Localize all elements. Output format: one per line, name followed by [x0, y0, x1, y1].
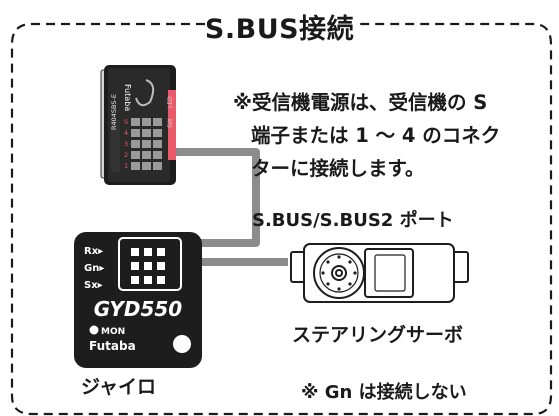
svg-text:2: 2 — [124, 151, 128, 159]
servo-label: ステアリングサーボ — [292, 324, 464, 346]
gyro-mon-label: MON — [101, 327, 125, 337]
receiver-note-line-1: ※受信機電源は、受信機の S — [233, 91, 488, 114]
gyro-port-labels: Rx▸ Gn▸ Sx▸ — [84, 246, 104, 291]
gn-note: ※ Gn は接続しない — [301, 382, 467, 403]
svg-text:Sx▸: Sx▸ — [84, 280, 103, 291]
servo-horn-holes — [321, 255, 357, 291]
svg-text:1: 1 — [124, 162, 128, 170]
svg-text:SW: SW — [167, 118, 174, 128]
svg-text:LED: LED — [167, 96, 174, 108]
svg-text:Rx▸: Rx▸ — [84, 246, 103, 257]
receiver-side-labels: LED SW — [167, 96, 174, 128]
gyro-brand: Futaba — [89, 339, 136, 353]
svg-text:Gn▸: Gn▸ — [84, 263, 104, 274]
receiver-model-code: R404SBS-E — [110, 94, 118, 130]
svg-text:3: 3 — [124, 140, 128, 148]
svg-text:4: 4 — [124, 129, 128, 137]
gyro-label: ジャイロ — [81, 376, 157, 398]
gyro-illustration — [74, 232, 202, 368]
sbus-cable — [176, 148, 260, 247]
port-label: S.BUS/S.BUS2 ポート — [252, 210, 454, 231]
receiver-illustration — [100, 65, 176, 185]
svg-text:S: S — [124, 118, 128, 126]
receiver-brand: Futaba — [123, 84, 132, 111]
diagram-title: S.BUS接続 — [204, 14, 355, 45]
receiver-note-line-3: ターに接続します。 — [251, 157, 425, 180]
receiver-note-line-2: 端子または 1 ～ 4 のコネク — [251, 124, 501, 147]
receiver-port-numbers: S 4 3 2 1 — [124, 118, 128, 170]
servo-illustration — [290, 243, 469, 303]
receiver-power-note: ※受信機電源は、受信機の S 端子または 1 ～ 4 のコネク ターに接続します… — [233, 86, 500, 185]
gyro-model: GYD550 — [94, 297, 183, 321]
